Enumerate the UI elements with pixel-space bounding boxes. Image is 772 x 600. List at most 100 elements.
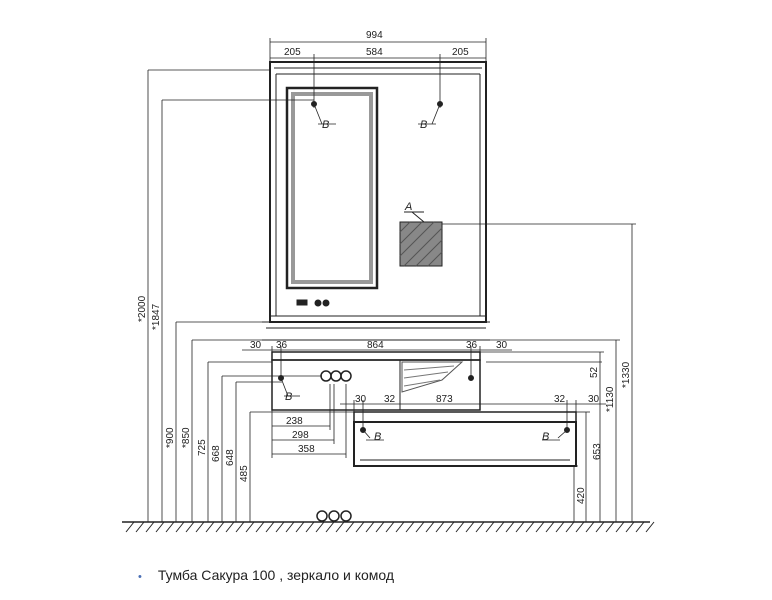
floor-hatch-stroke (365, 521, 375, 533)
floor-hatch-stroke (245, 521, 255, 533)
faucet (320, 370, 352, 382)
floor-hatch-stroke (505, 521, 515, 533)
dim-drawer-32-left: 32 (384, 394, 396, 405)
dim-420: 420 (576, 487, 587, 504)
floor-hatch-stroke (205, 521, 215, 533)
floor-hatch-stroke (475, 521, 485, 533)
floor-hatch-stroke (535, 521, 545, 533)
floor-hatch-stroke (575, 521, 585, 533)
dim-36-right: 36 (466, 340, 478, 351)
dim-648: 648 (225, 449, 236, 466)
dim-drawer-30-left: 30 (355, 394, 367, 405)
floor-hatch-stroke (395, 521, 405, 533)
floor-hatch-stroke (405, 521, 415, 533)
floor-hatch-stroke (375, 521, 385, 533)
floor-hatch (125, 521, 655, 533)
floor-hatch-stroke (625, 521, 635, 533)
callout-a: A (404, 201, 412, 213)
floor-hatch-stroke (635, 521, 645, 533)
dim-1130: *1130 (605, 386, 616, 412)
technical-drawing: 994 205 584 205 B B A B B B 30 36 864 36… (122, 30, 655, 533)
mirror-panel (285, 86, 379, 290)
callout-b-4: B (374, 431, 381, 443)
floor-hatch-stroke (235, 521, 245, 533)
floor-hatch-stroke (335, 521, 345, 533)
floor-hatch-stroke (265, 521, 275, 533)
dim-298: 298 (292, 430, 309, 441)
dim-36-left: 36 (276, 340, 288, 351)
dim-864: 864 (367, 340, 384, 351)
floor-hatch-stroke (515, 521, 525, 533)
caption-bullet: • (138, 571, 142, 583)
floor-hatch-stroke (155, 521, 165, 533)
floor-hatch-stroke (615, 521, 625, 533)
floor-hatch-stroke (455, 521, 465, 533)
floor-hatch-stroke (275, 521, 285, 533)
floor-fitting (316, 510, 352, 522)
dim-30-right: 30 (496, 340, 508, 351)
caption-text: Тумба Сакура 100 , зеркало и комод (157, 567, 395, 583)
dim-653: 653 (592, 443, 603, 460)
callout-b-2: B (420, 119, 427, 131)
dim-238: 238 (286, 416, 303, 427)
floor-hatch-stroke (425, 521, 435, 533)
drawer-unit (353, 411, 577, 467)
floor-hatch-stroke (525, 521, 535, 533)
dim-1330: *1330 (621, 361, 632, 388)
floor-hatch-stroke (595, 521, 605, 533)
dim-drawer-30-right: 30 (588, 394, 600, 405)
floor-hatch-stroke (565, 521, 575, 533)
floor-hatch-stroke (465, 521, 475, 533)
hatched-zone-a (399, 211, 443, 267)
floor-hatch-stroke (195, 521, 205, 533)
callout-b-5: B (542, 431, 549, 443)
floor-hatch-stroke (185, 521, 195, 533)
floor-hatch-stroke (145, 521, 155, 533)
dim-994: 994 (366, 30, 383, 41)
floor-hatch-stroke (345, 521, 355, 533)
dimension-lines (147, 38, 636, 522)
dim-900: *900 (165, 427, 176, 448)
dim-850: *850 (181, 427, 192, 448)
dim-584: 584 (366, 47, 383, 58)
floor-hatch-stroke (215, 521, 225, 533)
floor-hatch-stroke (385, 521, 395, 533)
dim-2000: *2000 (137, 295, 148, 322)
floor-hatch-stroke (135, 521, 145, 533)
drawing-caption: • Тумба Сакура 100 , зеркало и комод (138, 567, 394, 583)
floor-hatch-stroke (485, 521, 495, 533)
floor-hatch-stroke (285, 521, 295, 533)
floor-hatch-stroke (645, 521, 655, 533)
floor-hatch-stroke (435, 521, 445, 533)
floor-hatch-stroke (555, 521, 565, 533)
floor-hatch-stroke (125, 521, 135, 533)
floor-hatch-stroke (295, 521, 305, 533)
dim-30-left: 30 (250, 340, 262, 351)
callout-leaders (280, 103, 568, 441)
floor-hatch-stroke (605, 521, 615, 533)
dim-drawer-32-right: 32 (554, 394, 566, 405)
callout-b-3: B (285, 391, 292, 403)
dim-205-right: 205 (452, 47, 469, 58)
floor-hatch-stroke (585, 521, 595, 533)
dim-668: 668 (211, 445, 222, 462)
floor-hatch-stroke (255, 521, 265, 533)
dim-1847: *1847 (151, 303, 162, 330)
floor-hatch-stroke (175, 521, 185, 533)
floor-hatch-stroke (315, 521, 325, 533)
mirror-switches (296, 299, 330, 307)
floor-hatch-stroke (165, 521, 175, 533)
floor-hatch-stroke (495, 521, 505, 533)
floor-hatch-stroke (225, 521, 235, 533)
dim-485: 485 (239, 465, 250, 482)
floor-hatch-stroke (445, 521, 455, 533)
callout-b-1: B (322, 119, 329, 131)
dim-358: 358 (298, 444, 315, 455)
floor-hatch-stroke (305, 521, 315, 533)
dim-205-left: 205 (284, 47, 301, 58)
floor-hatch-stroke (325, 521, 335, 533)
floor-hatch-stroke (355, 521, 365, 533)
floor-hatch-stroke (545, 521, 555, 533)
dim-725: 725 (197, 439, 208, 456)
floor-hatch-stroke (415, 521, 425, 533)
